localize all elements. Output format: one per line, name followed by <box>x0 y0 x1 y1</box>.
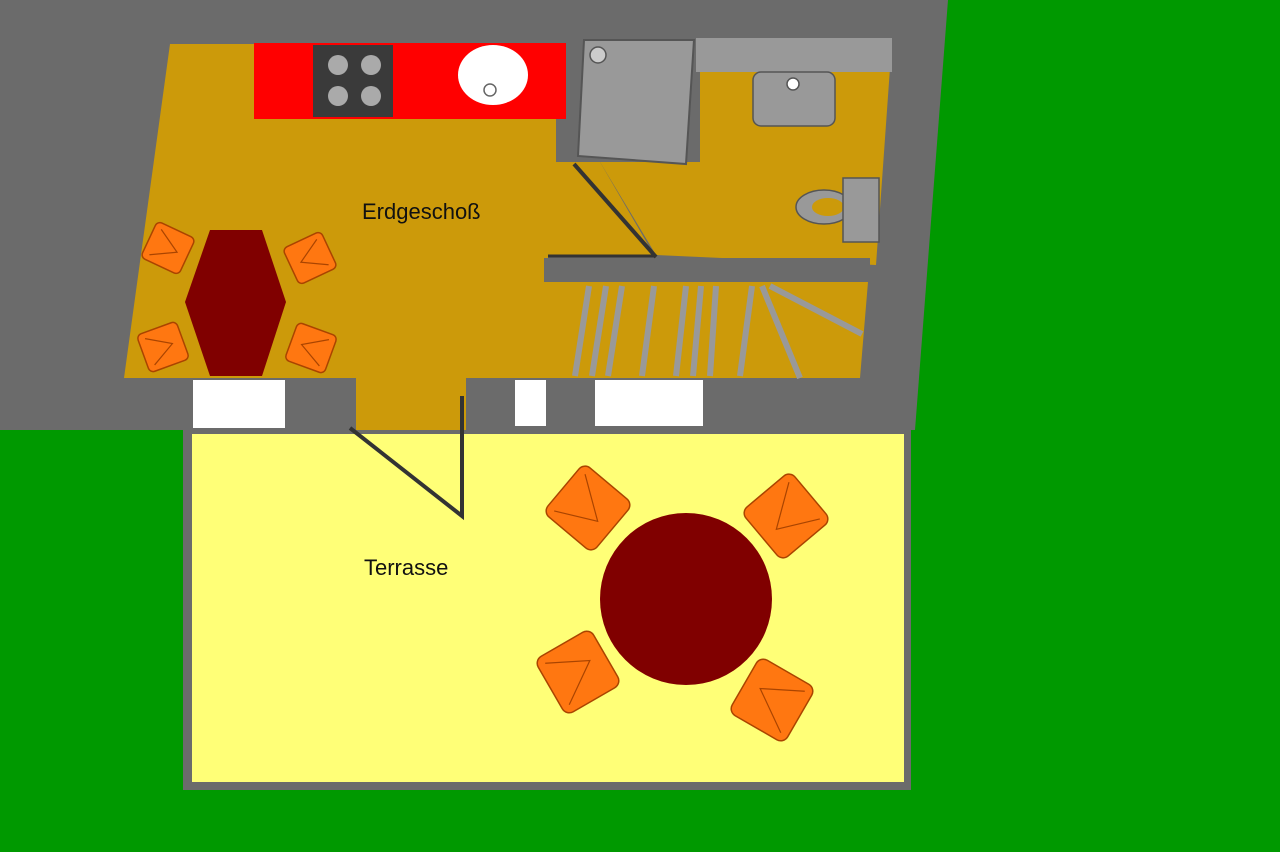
window <box>595 380 703 426</box>
chair <box>283 231 337 285</box>
chair <box>141 221 195 275</box>
terrace-door <box>348 396 464 521</box>
interior-wall <box>696 38 892 72</box>
chair <box>285 322 337 374</box>
window <box>515 380 546 426</box>
chair <box>137 321 189 373</box>
dining-set-terrace <box>536 465 829 742</box>
dining-table-terrace <box>600 513 772 685</box>
bathroom-door <box>572 162 658 259</box>
ground-floor-label: Erdgeschoß <box>362 199 481 224</box>
terrace-label: Terrasse <box>364 555 448 580</box>
stove-icon <box>313 45 393 117</box>
toilet-icon <box>795 177 880 243</box>
staircase-icon <box>572 283 864 380</box>
window <box>193 380 285 428</box>
washbasin-icon <box>752 71 836 127</box>
shower-icon <box>576 39 696 166</box>
interior-wall <box>544 258 870 282</box>
chair <box>743 473 829 559</box>
kitchen-sink-icon <box>458 45 528 105</box>
dining-table-indoor <box>185 230 286 376</box>
dining-set-indoor <box>137 221 337 376</box>
chair <box>536 630 620 714</box>
chair <box>545 465 631 551</box>
chair <box>730 658 814 742</box>
